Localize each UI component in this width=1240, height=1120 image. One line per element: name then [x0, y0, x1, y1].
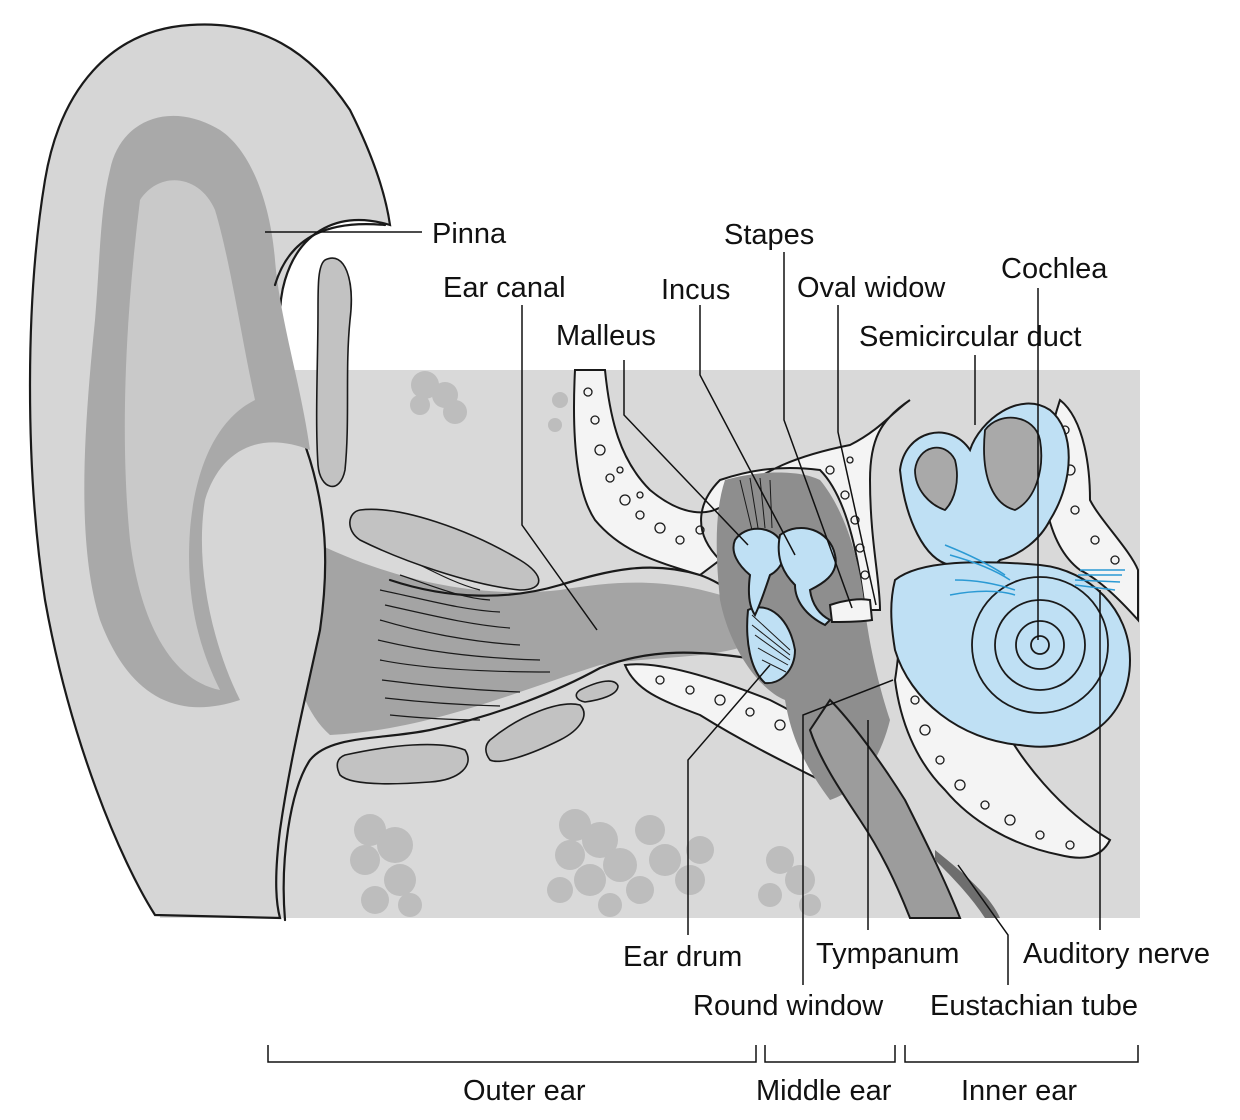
ear-drum-membrane — [746, 606, 797, 685]
label-tympanum: Tympanum — [816, 938, 959, 970]
leader-incus — [699, 305, 796, 556]
canal-lower-fold — [485, 703, 585, 763]
leader-round-window — [802, 679, 894, 985]
label-round-window: Round window — [693, 990, 884, 1022]
cochlea-turn-3 — [1015, 620, 1065, 670]
bracket-inner-ear — [904, 1045, 1139, 1063]
ear-canal-cavity — [292, 540, 760, 735]
antihelix-ridge — [315, 257, 353, 488]
label-malleus: Malleus — [556, 320, 656, 352]
region-inner-ear: Inner ear — [961, 1075, 1077, 1107]
leader-ear-drum — [687, 664, 771, 935]
ear-drum-fibers — [751, 614, 791, 673]
region-middle-ear: Middle ear — [756, 1075, 892, 1107]
label-pinna: Pinna — [432, 218, 507, 250]
label-stapes: Stapes — [724, 219, 814, 251]
label-eustachian-tube: Eustachian tube — [930, 990, 1138, 1022]
leader-malleus — [623, 360, 749, 546]
cochlea-turn-4 — [1030, 635, 1050, 655]
label-oval-window: Oval widow — [797, 272, 946, 304]
malleus-shape — [732, 527, 786, 617]
auditory-nerve-fibers — [944, 544, 1125, 596]
canal-upper-wall — [388, 566, 747, 602]
leader-ear-canal — [521, 305, 598, 631]
label-auditory-nerve: Auditory nerve — [1023, 938, 1210, 970]
label-area-background — [390, 200, 1150, 370]
tragus-fold — [349, 508, 540, 591]
lobe-fold — [336, 743, 469, 785]
label-incus: Incus — [661, 274, 730, 306]
canal-lower-wall — [282, 651, 762, 922]
concha-inner — [124, 180, 255, 690]
region-outer-ear: Outer ear — [463, 1075, 586, 1107]
bracket-outer-ear — [267, 1045, 757, 1063]
semicircular-inner-2 — [983, 416, 1043, 511]
semicircular-inner-1 — [914, 446, 958, 512]
leader-eustachian-tube — [957, 864, 1009, 985]
canal-small-fold — [575, 680, 619, 703]
malleus-ligament — [739, 477, 773, 531]
leader-stapes — [783, 252, 853, 609]
cochlea-body — [890, 561, 1132, 748]
bracket-middle-ear — [764, 1045, 896, 1063]
label-cochlea: Cochlea — [1001, 253, 1108, 285]
region-brackets — [267, 1045, 1139, 1063]
cochlea-turn-2 — [994, 599, 1086, 691]
cochlea-turn-1 — [971, 576, 1109, 714]
stapes-shape — [828, 598, 874, 624]
label-ear-canal: Ear canal — [443, 272, 566, 304]
label-ear-drum: Ear drum — [623, 941, 742, 973]
helix-fold — [273, 223, 387, 287]
tissue-blobs — [350, 371, 821, 917]
eustachian-tube — [808, 698, 962, 919]
leader-oval-window — [837, 305, 877, 606]
leader-lines — [265, 231, 1101, 985]
label-semicircular-duct: Semicircular duct — [859, 321, 1081, 353]
